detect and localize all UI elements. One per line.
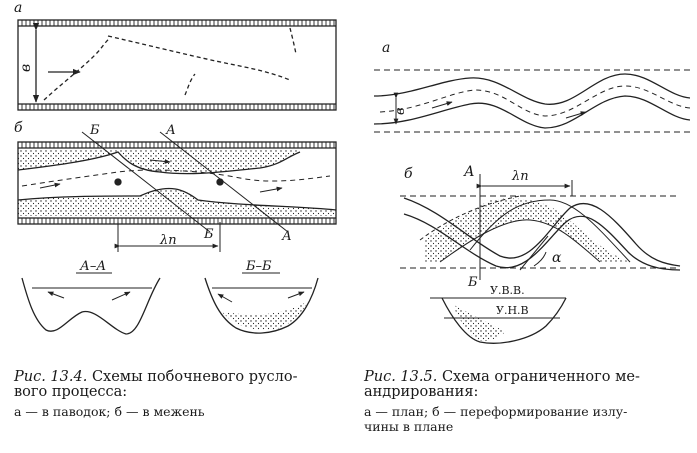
meander-left-bank	[373, 73, 691, 105]
fig134-panel-a: а в	[14, 0, 337, 111]
fig135-caption-number: Рис. 13.5.	[364, 369, 438, 385]
fig135-caption-title-2: андрирования:	[364, 384, 479, 400]
section-a-label-top: А	[165, 123, 176, 138]
fig135-panel-b: б А λп α Б	[400, 164, 681, 290]
channel-outline	[17, 19, 337, 111]
section-aa-title: А–А	[79, 259, 106, 274]
fig135-width-label: в	[393, 107, 408, 115]
section-b-label-bottom: Б	[203, 227, 214, 242]
low-water-label: У.Н.В	[496, 304, 529, 317]
fig134-width-label: в	[18, 64, 34, 72]
bar-outline-top	[289, 27, 297, 55]
fig134-caption-number: Рис. 13.4.	[14, 369, 88, 385]
fig134-caption: Рис. 13.4. Схемы побочневого русло- вого…	[14, 369, 344, 420]
bar-outline-left	[43, 37, 111, 101]
point-bar-bottom	[18, 188, 336, 216]
fig134-panel-a-label: а	[14, 0, 22, 16]
section-bb-title: Б–Б	[245, 259, 272, 274]
point-bar-top	[18, 150, 300, 174]
cross-section-bb-fill	[222, 300, 310, 330]
fig135-caption-title-1: Схема ограниченного ме-	[441, 369, 640, 385]
fig135-section-a-label: А	[463, 164, 475, 180]
meander-right-bank	[373, 95, 691, 129]
fig135-panel-a: а в	[373, 40, 691, 133]
fig134-cross-sections: А–А Б–Б	[21, 259, 319, 335]
fig135-caption: Рис. 13.5. Схема ограниченного ме- андри…	[364, 369, 690, 435]
fig135-panel-a-label: а	[382, 40, 390, 56]
meander-thalweg	[379, 85, 691, 117]
fig134-caption-title-2: вого процесса:	[14, 384, 128, 400]
bar-outline-middle	[184, 73, 196, 96]
fig134-panel-b-label: б	[14, 120, 23, 136]
cross-section-aa	[21, 277, 161, 335]
reformed-bar-fill	[424, 198, 630, 262]
section-line-bb	[81, 131, 211, 233]
fig135-wavelength-label: λп	[511, 169, 529, 184]
cross-section-profile	[441, 297, 567, 344]
fig134-panel-b: б Б А Б А	[14, 120, 337, 252]
section-b-label-top: Б	[89, 123, 100, 138]
fig135-angle-label: α	[552, 250, 562, 266]
bar-outline-right	[107, 35, 291, 81]
figure-13-4: а в б	[14, 0, 337, 335]
high-water-label: У.В.В.	[490, 284, 525, 297]
fig135-section-b-label: Б	[467, 275, 478, 290]
bank-top-hatch	[18, 20, 336, 26]
section-line-aa	[159, 131, 289, 233]
section-a-label-bottom: А	[281, 229, 292, 244]
bank-bottom-hatch	[18, 104, 336, 110]
fig134-caption-legend: а — в паводок; б — в межень	[14, 404, 205, 419]
cross-section-bb	[204, 277, 319, 334]
thalweg-line	[21, 169, 331, 187]
fig134-caption-title-1: Схемы побочневого русло-	[91, 369, 298, 385]
fig135-caption-legend-2: чины в плане	[364, 419, 454, 434]
fig135-panel-b-label: б	[404, 166, 413, 182]
fig135-cross-section: У.В.В. У.Н.В	[430, 284, 567, 344]
fig134-wavelength-label: λп	[159, 233, 177, 248]
fig135-caption-legend-1: а — план; б — переформирование излу-	[364, 404, 628, 419]
figure-13-5: а в б А λп	[373, 40, 691, 344]
